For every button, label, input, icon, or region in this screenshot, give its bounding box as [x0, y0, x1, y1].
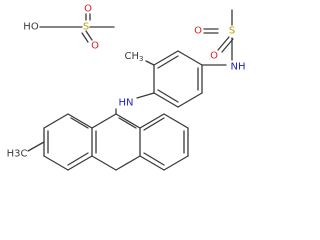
bond: [81, 32, 89, 43]
bond: [115, 113, 141, 129]
bond: [118, 117, 137, 129]
bond: [27, 141, 45, 152]
bond: [145, 60, 155, 66]
bond: [157, 89, 179, 103]
bond: [115, 155, 141, 171]
bond: [157, 55, 179, 69]
atom-label-sulfur: S: [83, 22, 89, 33]
bond: [163, 155, 189, 171]
atom-label-oxygen: O: [210, 51, 218, 62]
bond: [70, 117, 89, 129]
methanesulfonic-acid: O HO S O: [23, 4, 115, 52]
methanesulfonamide-group: S O O NH: [194, 9, 246, 73]
atom-label-hydroxyl: HO: [23, 22, 39, 33]
bond: [153, 92, 179, 108]
bond: [67, 152, 89, 166]
bond: [177, 50, 203, 66]
atom-label-amine-bridge: HN: [119, 98, 134, 109]
atom-label-oxygen: O: [84, 4, 92, 15]
bond: [67, 155, 93, 171]
bond: [139, 113, 165, 129]
bond: [153, 50, 179, 66]
bond: [221, 38, 234, 53]
bond: [91, 155, 117, 171]
atom-label-methyl-left: H3C: [7, 149, 28, 160]
bridging-amine: HN: [115, 98, 134, 115]
bond: [139, 155, 165, 171]
atom-label-sulfur: S: [229, 26, 235, 37]
bond: [217, 36, 230, 51]
atom-label-methyl: CH3: [125, 51, 144, 64]
benzene-ring: CH3: [125, 50, 227, 108]
bond: [143, 117, 165, 131]
bond: [67, 113, 93, 129]
bond: [85, 30, 93, 41]
atom-label-amine: NH: [231, 62, 246, 73]
bond: [143, 152, 165, 166]
bond: [177, 92, 203, 108]
bond: [136, 92, 155, 99]
bond: [43, 155, 69, 171]
atom-label-oxygen: O: [194, 26, 202, 37]
bond: [163, 113, 189, 129]
chemical-structure-diagram: O HO S O S O O NH CH3 HN: [7, 4, 246, 171]
atom-label-oxygen: O: [91, 41, 99, 52]
acridine-ring-system: H3C: [7, 113, 189, 171]
bond: [91, 113, 117, 129]
bond: [43, 113, 69, 129]
